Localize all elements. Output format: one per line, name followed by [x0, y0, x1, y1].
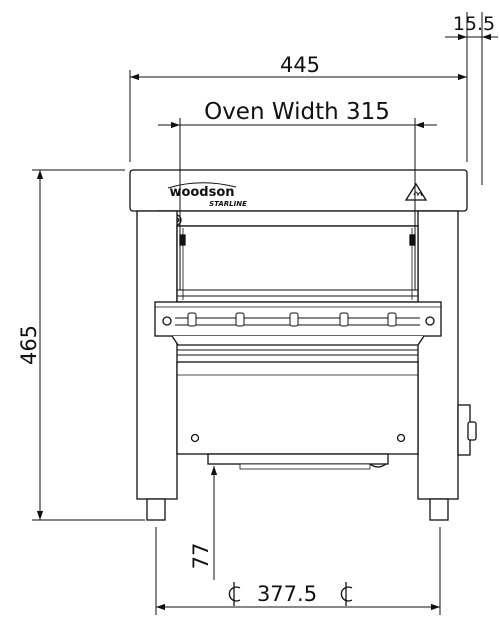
dim-height: 465 [17, 325, 41, 365]
brand-logo: woodson STARLINE [167, 182, 247, 208]
centreline-symbol-right [340, 582, 353, 606]
conveyor-bolt-right [425, 316, 435, 326]
dim-side-offset: 15.5 [453, 13, 495, 35]
top-bracket [157, 210, 441, 227]
rear-panel [176, 225, 419, 303]
dim-overall-width: 445 [280, 53, 320, 77]
dim-foot-centres: 377.5 [257, 582, 317, 606]
conveyor-clips [187, 312, 397, 327]
chamber-screw-right [396, 433, 406, 443]
conveyor-bolt-left [162, 316, 172, 326]
oven-body [129, 169, 477, 521]
base-tray [207, 453, 389, 465]
centreline-symbol-left [228, 582, 241, 606]
dim-oven-width: Oven Width 315 [204, 99, 390, 125]
right-foot [429, 498, 449, 521]
chamber-screw-left [190, 433, 200, 443]
brand-sub: STARLINE [209, 200, 247, 208]
side-control-knob [467, 421, 477, 441]
lower-chamber [176, 361, 419, 455]
left-foot [146, 498, 166, 521]
left-column [136, 210, 178, 500]
dim-leg-clearance: 77 [189, 543, 213, 570]
brand-name: woodson [169, 185, 234, 200]
right-column [417, 210, 459, 500]
